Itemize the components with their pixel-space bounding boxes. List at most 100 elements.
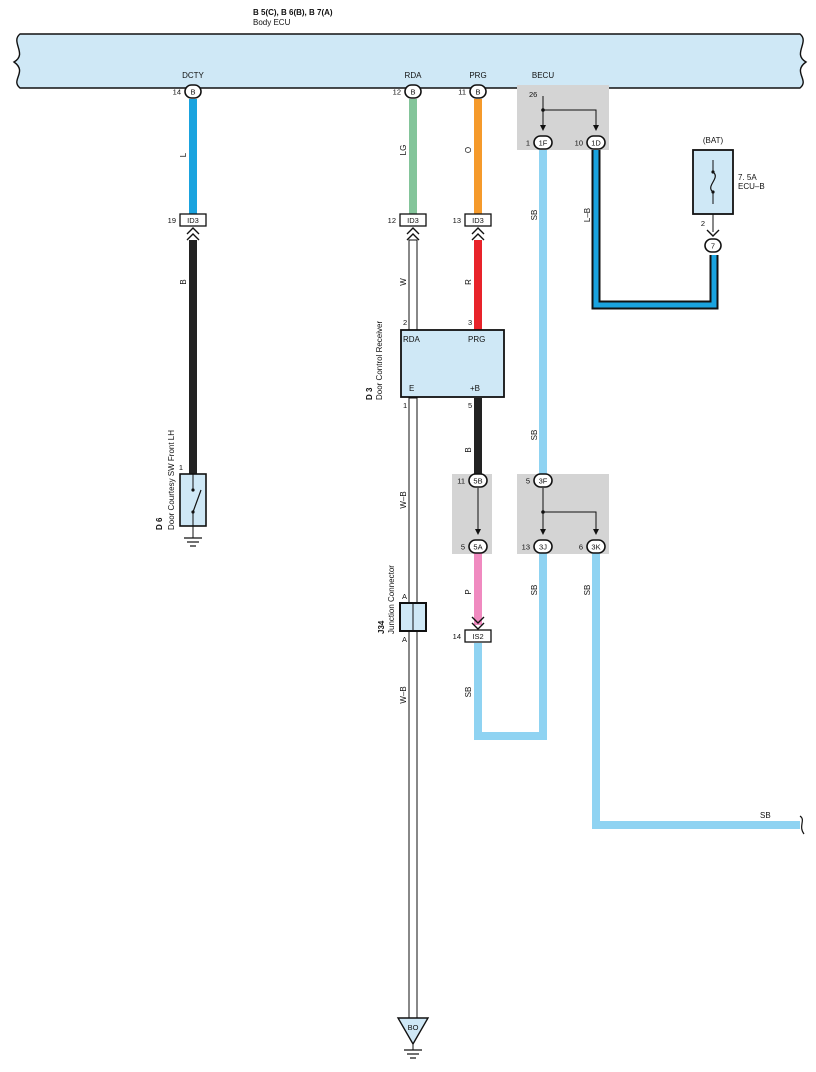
label-is2-out: SB bbox=[464, 687, 473, 698]
label-prg-lower: R bbox=[464, 279, 473, 285]
connector-1d: 1D 10 bbox=[575, 135, 606, 150]
connector-1d-pin: 10 bbox=[575, 139, 583, 148]
connector-is2-name: IS2 bbox=[472, 632, 483, 641]
ecu-name: Body ECU bbox=[253, 18, 291, 27]
connector-id3-right-pin: 13 bbox=[453, 216, 461, 225]
ecu-pins: B 14 B 12 B 11 26 bbox=[173, 84, 537, 99]
label-becu-right: L–B bbox=[583, 208, 592, 222]
label-dcty-upper: L bbox=[179, 152, 188, 157]
door-control-receiver: 2 3 1 5 RDA PRG E +B D 3 Door Control Re… bbox=[365, 318, 505, 410]
label-rda-lower: W bbox=[399, 278, 408, 286]
switch-name: Door Courtesy SW Front LH bbox=[167, 430, 176, 530]
connector-3j-name: 3J bbox=[539, 543, 547, 552]
connector-1f-name: 1F bbox=[539, 139, 548, 148]
wire-labels: L B LG W O R SB L–B W–B W–B B SB P SB SB… bbox=[179, 145, 771, 820]
connector-3j-pin: 13 bbox=[522, 543, 530, 552]
wire-prg-r bbox=[474, 240, 482, 330]
connector-3j: 3J 13 bbox=[522, 539, 553, 554]
connector-3f-pin: 5 bbox=[526, 477, 530, 486]
label-exit: SB bbox=[760, 811, 771, 820]
label-rda-upper: LG bbox=[399, 145, 408, 156]
receiver-terminal-rda: RDA bbox=[403, 335, 421, 344]
connector-id3-left: ID3 19 bbox=[168, 213, 207, 241]
fuse-connector: 7 bbox=[711, 242, 715, 251]
connector-3k: 3K 6 bbox=[579, 539, 606, 554]
connector-id3-mid: ID3 12 bbox=[388, 213, 427, 241]
receiver-terminal-e: E bbox=[409, 384, 414, 393]
pin-dcty: B 14 bbox=[173, 84, 202, 99]
pin-rda-connector: B bbox=[410, 88, 415, 97]
pin-becu-number: 26 bbox=[529, 90, 537, 99]
j34-top-pin: A bbox=[402, 592, 407, 601]
connector-is2: IS2 14 bbox=[453, 616, 492, 643]
ground-bo: BO bbox=[396, 1017, 430, 1059]
connector-1f: 1F 1 bbox=[526, 135, 553, 150]
label-3k-out: SB bbox=[583, 585, 592, 596]
connector-id3-mid-name: ID3 bbox=[407, 216, 419, 225]
fuse-icon bbox=[710, 171, 716, 193]
connector-5a: 5A 5 bbox=[461, 539, 488, 554]
label-3j-out: SB bbox=[530, 585, 539, 596]
junction-internals bbox=[475, 96, 599, 535]
wire-rda-lg bbox=[409, 99, 417, 214]
connector-id3-left-pin: 19 bbox=[168, 216, 176, 225]
label-receiver-ground: W–B bbox=[399, 491, 408, 508]
label-becu-mid: SB bbox=[530, 430, 539, 441]
wire-is2-loop bbox=[474, 553, 547, 740]
wire-3k-out bbox=[592, 553, 800, 829]
receiver-pin-b: 5 bbox=[468, 401, 472, 410]
connector-5b-name: 5B bbox=[473, 477, 482, 486]
receiver-name: Door Control Receiver bbox=[375, 321, 384, 400]
pin-prg: B 11 bbox=[458, 84, 487, 99]
connector-id3-mid-pin: 12 bbox=[388, 216, 396, 225]
j34-code: J34 bbox=[377, 620, 386, 634]
receiver-terminal-prg: PRG bbox=[468, 335, 485, 344]
wire-rda-w bbox=[408, 239, 418, 331]
id3-connectors: ID3 19 ID3 12 ID3 13 bbox=[168, 213, 492, 241]
label-pink: P bbox=[464, 589, 473, 594]
ecu-label-dcty: DCTY bbox=[182, 71, 204, 80]
wire-becu-lb bbox=[593, 150, 717, 308]
connector-5a-name: 5A bbox=[473, 543, 482, 552]
receiver-pin-rda: 2 bbox=[403, 318, 407, 327]
switch-code: D 6 bbox=[155, 517, 164, 530]
pin-dcty-connector: B bbox=[190, 88, 195, 97]
fuse-source: (BAT) bbox=[703, 136, 724, 145]
ecu-label-rda: RDA bbox=[405, 71, 423, 80]
fuse-ecu-b: (BAT) 7. 5A ECU–B 2 7 bbox=[692, 136, 765, 253]
ground-triangle-icon bbox=[396, 1017, 430, 1046]
wires bbox=[189, 99, 805, 1019]
receiver-code: D 3 bbox=[365, 387, 374, 400]
wire-break-mark bbox=[799, 815, 805, 835]
connector-id3-right: ID3 13 bbox=[453, 213, 492, 241]
connector-1f-pin: 1 bbox=[526, 139, 530, 148]
connector-id3-right-name: ID3 bbox=[472, 216, 484, 225]
switch-icon bbox=[192, 489, 202, 513]
wire-ground-wb bbox=[408, 397, 418, 1019]
connector-3f: 3F 5 bbox=[526, 473, 553, 488]
fuse-name: ECU–B bbox=[738, 182, 765, 191]
body-ecu: B 5(C), B 6(B), B 7(A) Body ECU DCTY RDA… bbox=[12, 8, 808, 89]
connector-5b: 5B 11 bbox=[457, 473, 488, 488]
j34-name: Junction Connector bbox=[387, 565, 396, 634]
wire-dcty-l bbox=[189, 99, 197, 214]
label-receiver-ground-lower: W–B bbox=[399, 686, 408, 703]
fuse-rating: 7. 5A bbox=[738, 173, 757, 182]
connector-3k-name: 3K bbox=[591, 543, 600, 552]
receiver-pin-prg: 3 bbox=[468, 318, 472, 327]
pin-prg-number: 11 bbox=[458, 88, 466, 97]
label-becu-left: SB bbox=[530, 210, 539, 221]
connector-5b-pin: 11 bbox=[457, 477, 465, 486]
fuse-pin: 2 bbox=[701, 219, 705, 228]
connector-5a-pin: 5 bbox=[461, 543, 465, 552]
ecu-part-codes: B 5(C), B 6(B), B 7(A) bbox=[253, 8, 333, 17]
pin-rda: B 12 bbox=[393, 84, 422, 99]
wire-prg-o bbox=[474, 99, 482, 214]
pin-prg-connector: B bbox=[475, 88, 480, 97]
ecu-label-becu: BECU bbox=[532, 71, 554, 80]
ecu-label-prg: PRG bbox=[469, 71, 486, 80]
label-prg-upper: O bbox=[464, 147, 473, 153]
receiver-pin-e: 1 bbox=[403, 401, 407, 410]
connector-3k-pin: 6 bbox=[579, 543, 583, 552]
junction-connectors: 1F 1 1D 10 5B 11 5A 5 3F 5 3J 13 bbox=[457, 135, 606, 554]
